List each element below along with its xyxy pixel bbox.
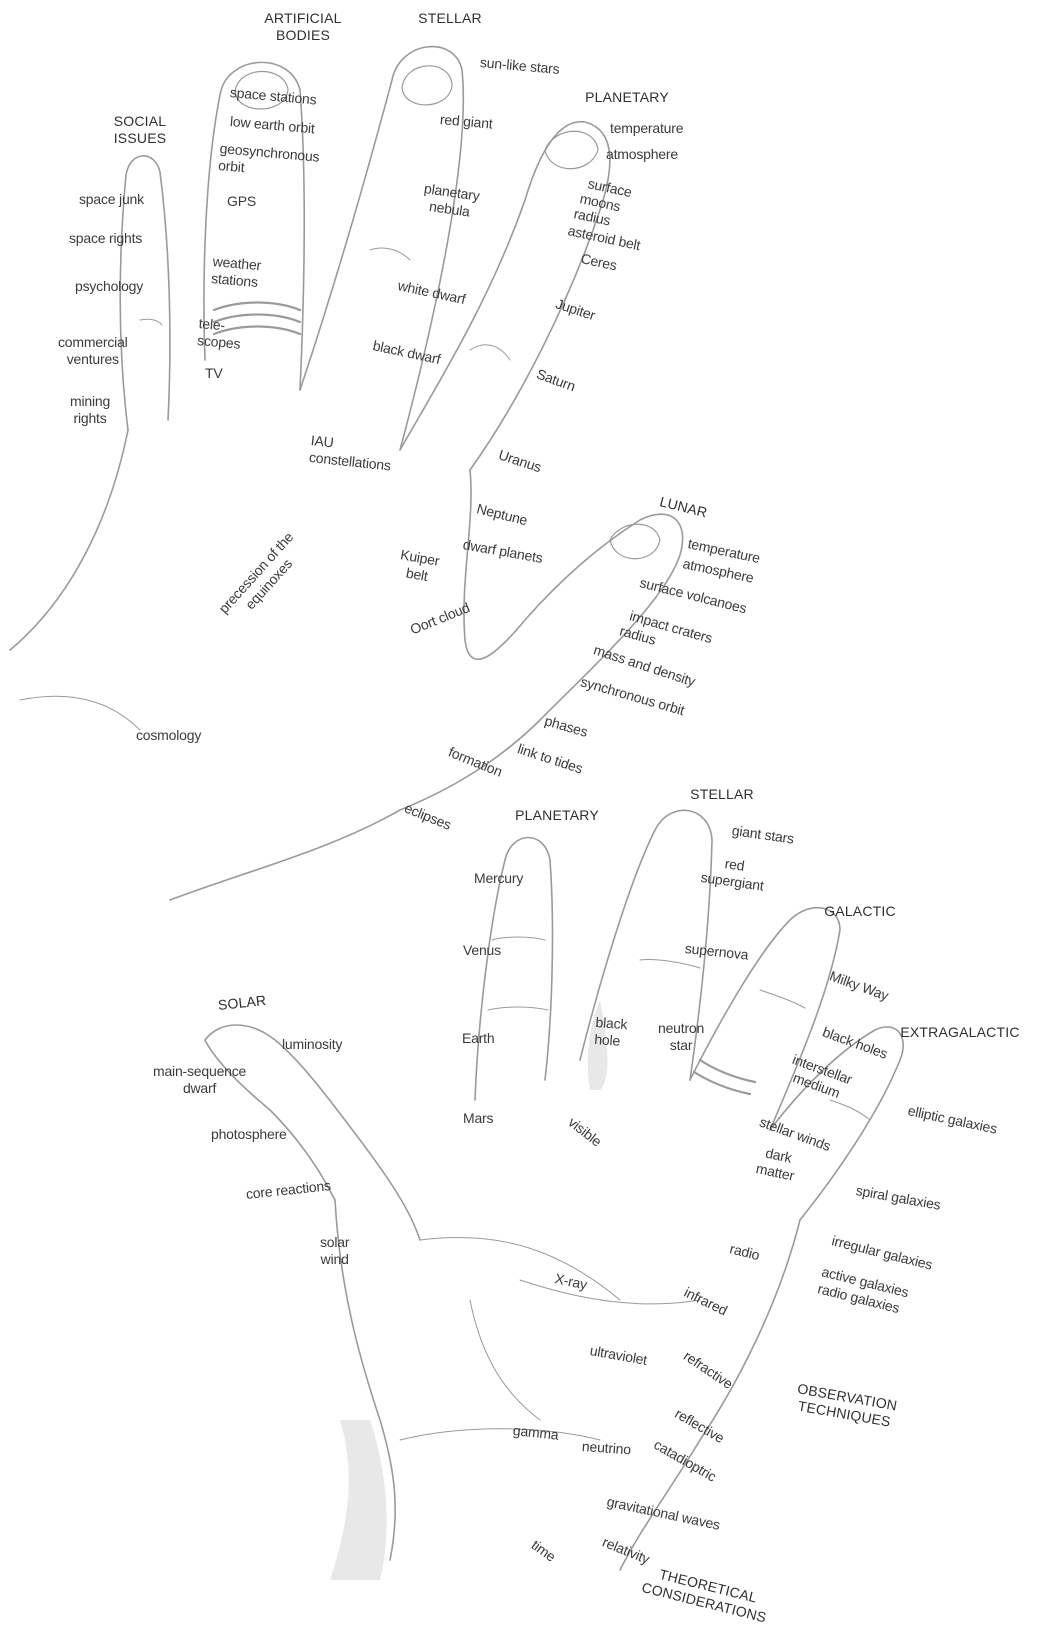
label-temperature: temperature: [610, 120, 683, 137]
label-kuiper-belt: Kuiper belt: [396, 546, 441, 586]
category-stellar-upper: STELLAR: [418, 10, 482, 27]
category-planetary-upper: PLANETARY: [585, 89, 669, 106]
label-luminosity: luminosity: [282, 1036, 342, 1053]
label-space-rights: space rights: [69, 230, 142, 247]
label-solar-wind: solar wind: [320, 1234, 349, 1268]
category-galactic: GALACTIC: [824, 903, 896, 920]
label-space-junk: space junk: [79, 191, 144, 208]
label-weather-stations: weather stations: [211, 253, 262, 291]
label-cosmology: cosmology: [136, 727, 201, 744]
wrist-shading: [330, 1420, 387, 1580]
label-mining-rights: mining rights: [70, 393, 110, 427]
category-planetary-lower: PLANETARY: [515, 807, 599, 824]
label-black-hole: black hole: [594, 1014, 628, 1050]
label-gps: GPS: [227, 193, 256, 210]
upper-hand-outline: [10, 47, 683, 900]
label-tv: TV: [205, 365, 223, 382]
label-commercial-ventures: commercial ventures: [58, 334, 128, 368]
category-extragalactic: EXTRAGALACTIC: [900, 1024, 1019, 1041]
label-earth: Earth: [462, 1030, 494, 1047]
label-main-sequence-dwarf: main-sequence dwarf: [153, 1063, 246, 1097]
label-neutrino: neutrino: [581, 1438, 631, 1458]
label-mars: Mars: [463, 1110, 493, 1127]
label-telescopes: tele- scopes: [197, 315, 243, 353]
label-atmosphere: atmosphere: [606, 146, 678, 163]
label-photosphere: photosphere: [211, 1126, 287, 1143]
category-social-issues: SOCIAL ISSUES: [114, 113, 167, 147]
label-neutron-star: neutron star: [658, 1020, 704, 1054]
label-venus: Venus: [463, 942, 501, 959]
label-psychology: psychology: [75, 278, 143, 295]
label-mercury: Mercury: [474, 870, 523, 887]
category-artificial-bodies: ARTIFICIAL BODIES: [264, 10, 341, 44]
category-stellar-lower: STELLAR: [690, 786, 754, 803]
